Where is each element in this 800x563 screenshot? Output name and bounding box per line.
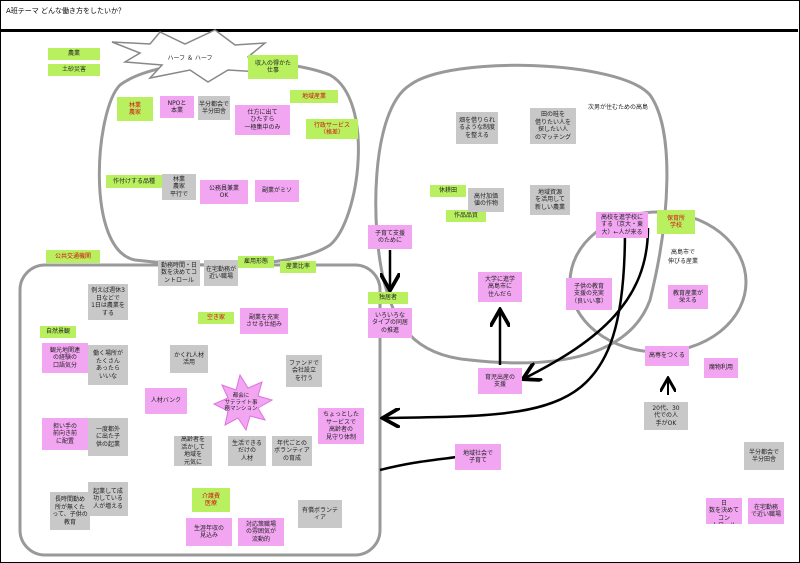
gray-note-y5: 例えば週休3 日などで 1日は農業を する	[88, 284, 128, 320]
pink-note-p7: 担い手の 前向き前 に配置	[42, 418, 88, 450]
pink-note-p15: 地域社会で 子育て	[455, 444, 501, 470]
pink-note-p21: 魔物利用	[704, 358, 738, 378]
green-note-g12: 空き家	[198, 312, 234, 324]
gray-note-y9: 一度都外 に出た子 供の起業	[88, 418, 128, 456]
green-note-g16: 作品品質	[446, 210, 486, 222]
green-note-g13: 介護費 医療	[192, 488, 230, 512]
gray-note-y21: 半分都会で 半分田舎	[744, 442, 784, 470]
green-note-g14: 保育所 学校	[657, 210, 695, 234]
pink-note-p23: 在宅勤務 で近い職場	[748, 498, 784, 524]
pink-note-p19: 教育産業が 栄える	[668, 285, 708, 309]
gray-note-y11: 生活できる だけの 人材	[228, 436, 266, 466]
pink-note-p6: 観光地関連 の経験の 口語気分	[42, 343, 88, 373]
pink-note-p3: 公務員兼業 OK	[200, 180, 248, 204]
title-bar: A班テーマ どんな働き方をしたいか？	[0, 0, 798, 32]
future-industry-label: 高島市で 伸びる産業	[668, 249, 699, 265]
green-note-g5: 行政サービス （格差）	[306, 119, 358, 139]
gray-note-y8: ファンドで 会社設立 を行う	[286, 355, 322, 387]
gray-note-y19: 地域資源 を活用して 新しい農業	[530, 185, 570, 215]
pink-note-p2: 仕方に出て ひたすら 一極集中のみ	[235, 105, 290, 135]
gray-note-y18: 高付加価 値の作物	[468, 188, 504, 212]
green-note-g6: 林業 農家	[117, 97, 153, 121]
green-note-g17: 独居者	[368, 292, 408, 304]
gray-note-y14: 起業して成 功している 人が増える	[88, 482, 128, 516]
region-takashima	[374, 63, 669, 365]
green-note-g1: 農業	[48, 48, 100, 60]
green-note-g9: 雇用形態	[238, 256, 274, 268]
gray-note-y15: 有償ボランテ ィア	[298, 500, 342, 528]
pink-note-p12: いろいろな タイプの同居 の推進	[368, 308, 412, 338]
gray-note-y3: 勤務時間・日 数を決めてコ ントロール	[158, 260, 200, 286]
pink-note-p11: 対応策職場 の雰囲気が 流動的	[238, 518, 284, 546]
gray-note-y1: 半分都会で 半分田舎	[198, 96, 230, 120]
pink-note-p20: 高専をつくる	[645, 346, 689, 366]
green-note-g11: 自然景観	[40, 326, 76, 338]
gray-note-y6: 働く場所が たくさん あったら いいな	[88, 345, 128, 385]
pink-note-p4: 副業がミソ	[255, 180, 299, 202]
gray-note-y12: 年代ごとの ボランティア の育成	[272, 436, 312, 466]
starburst-satellite-label: 都会に サテライト事 務マンション	[224, 392, 258, 413]
green-note-g7: 作付けする品種	[106, 175, 162, 188]
starburst-satellite	[212, 373, 274, 432]
pink-note-p13: 大学に進学 高島市に 住んだら	[478, 272, 522, 302]
green-note-g2: 土砂災害	[48, 64, 100, 76]
gray-note-y13: 長時間勤め 所が無くた って、子供の 教育	[50, 492, 90, 530]
green-note-g15: 休耕田	[430, 185, 466, 197]
pink-note-p1: NPOと 本業	[160, 96, 194, 118]
region-half-half	[97, 59, 360, 267]
gray-note-y7: かくれ人材 活用	[170, 345, 208, 373]
diagram-title: A班テーマ どんな働き方をしたいか？	[6, 7, 126, 15]
takashima-region-label: 次男が住むための高島	[588, 104, 649, 111]
pink-note-p14: 育児出産の 支援	[478, 368, 522, 394]
gray-note-y2: 林業 農家 平行で	[162, 174, 196, 200]
gray-note-y17: 田の畦を 借りたい人を 探したい人 のマッチング	[530, 108, 576, 144]
pink-note-p10: 生涯年収の 見込み	[186, 518, 232, 546]
pink-note-p18: 子供の教育 支援の充実 （良いい事）	[566, 278, 612, 310]
starburst-half-half-label: ハーフ ＆ ハーフ	[167, 55, 213, 63]
gray-note-y20: 20代、30 代での人 手がOK	[644, 402, 688, 430]
gray-note-y10: 高齢者を 活かして 地域を 元気に	[174, 436, 212, 466]
green-note-g8: 公共交通機関	[46, 250, 100, 263]
green-note-g3: 収入の得かた 仕事	[248, 55, 298, 79]
pink-note-p16: 子育て支援 のために	[368, 225, 412, 249]
green-note-g4: 地域産業	[290, 90, 338, 103]
pink-note-p17: 高校を進学校に する（京大・東 大）←人が来る	[596, 212, 648, 238]
pink-note-p9: ちょっとした サービスで 高齢者の 見守り体制	[318, 408, 364, 444]
gray-note-y16: 畑を借りられ るような制度 を整える	[456, 112, 498, 144]
pink-note-p22: 勤務時間・日 数を決めてコン トロール	[706, 498, 742, 524]
pink-note-p8: 副業を充実 させる仕組み	[240, 308, 288, 334]
green-note-g10: 産業比率	[280, 261, 316, 273]
gray-note-y4: 在宅勤務が 近い職場	[204, 260, 238, 286]
pink-note-p5: 人材バンク	[145, 388, 187, 414]
